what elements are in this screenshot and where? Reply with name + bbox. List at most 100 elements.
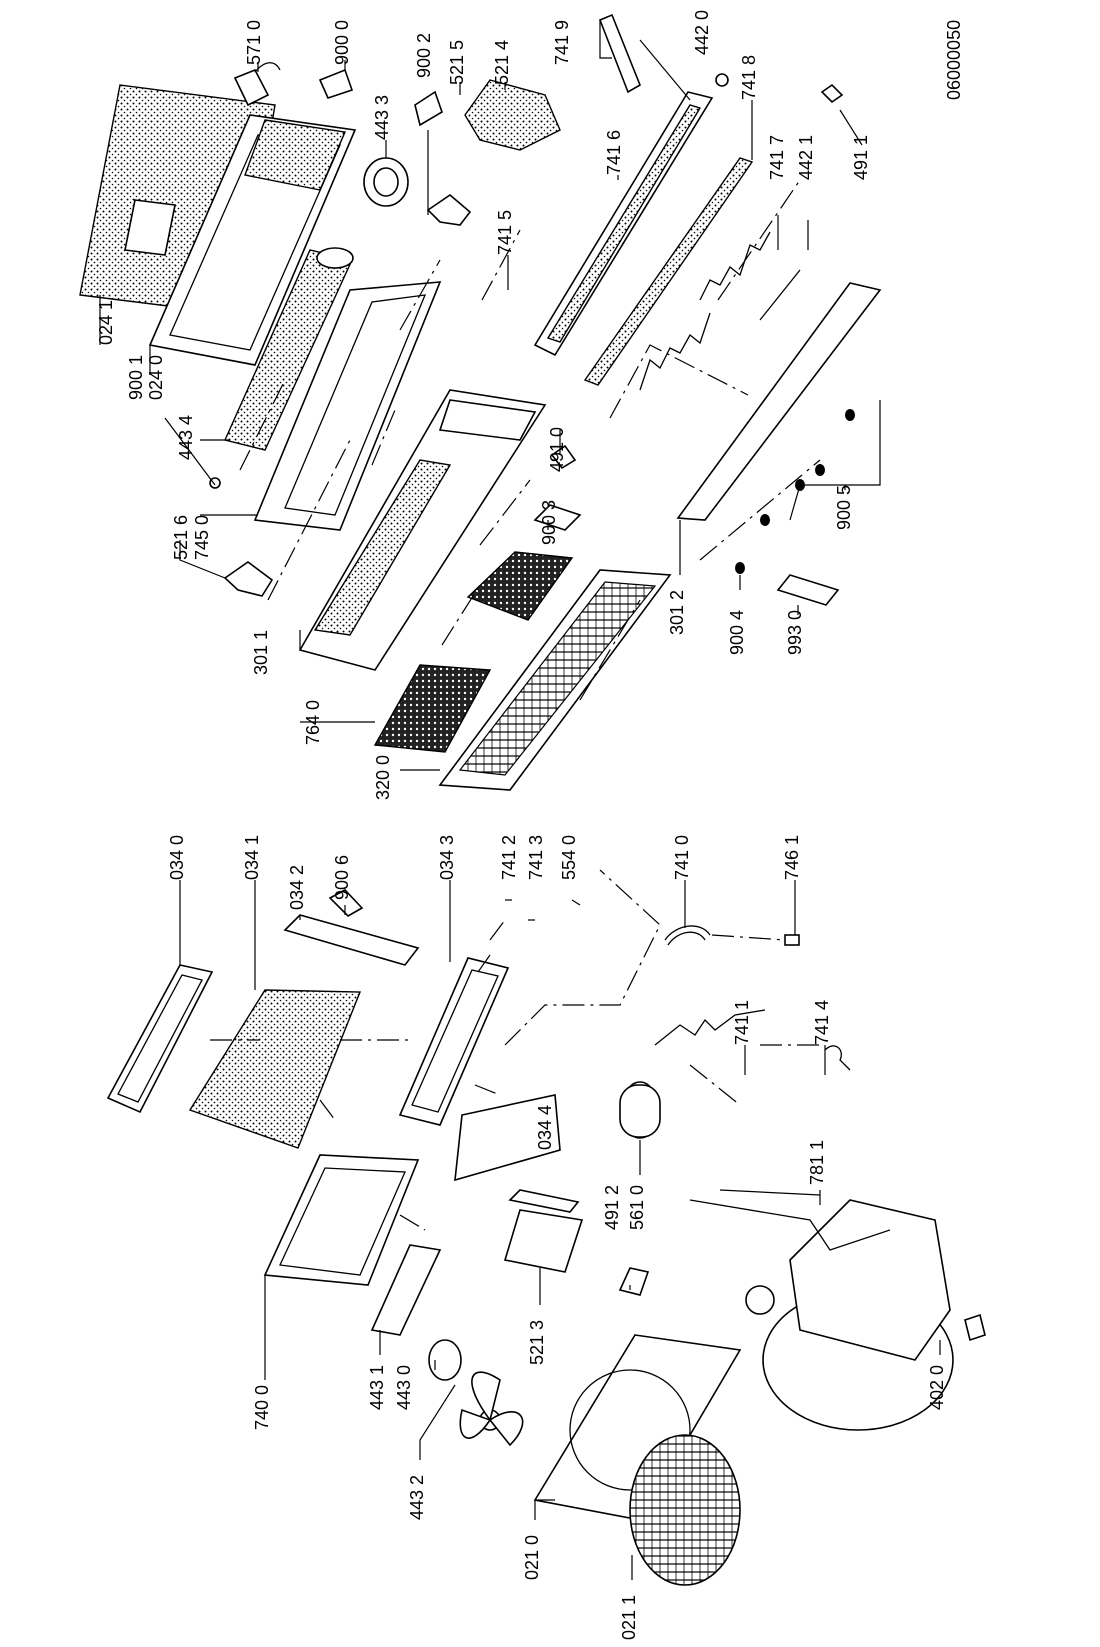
bracket-9002 — [414, 90, 443, 127]
compressor-4020 — [689, 1189, 986, 1431]
bracket-5215 — [426, 193, 472, 226]
label-7412: 741 2 — [499, 834, 519, 880]
cross-flow-fan-4434 — [209, 247, 354, 489]
label-0342: 034 2 — [287, 864, 307, 910]
label-9001: 900 1 — [126, 354, 146, 400]
bracket-0344 — [454, 1094, 561, 1182]
label-4430: 443 0 — [394, 1364, 414, 1410]
remote-control-9930 — [776, 574, 840, 606]
pipe-7411 — [654, 1009, 766, 1046]
label-7418: 741 8 — [739, 54, 759, 100]
label-3200: 320 0 — [373, 754, 393, 800]
bracket-5216 — [223, 561, 274, 597]
label-5610: 561 0 — [627, 1184, 647, 1230]
label-7410: 741 0 — [672, 834, 692, 880]
clip-4910 — [550, 444, 577, 470]
label-9003: 900 3 — [539, 499, 559, 545]
vane-set-7417 — [639, 231, 771, 391]
label-9930: 993 0 — [785, 609, 805, 655]
drain-pan-7450 — [253, 281, 442, 531]
front-cover-3012 — [676, 282, 882, 521]
cover-9000 — [318, 68, 354, 99]
label-4434: 443 4 — [176, 414, 196, 460]
motor-bracket-4431 — [370, 1244, 442, 1336]
louver-assembly-7416 — [533, 91, 714, 357]
connector-4420 — [715, 73, 729, 87]
rod-4421 — [759, 269, 801, 321]
label-7416: 741 6 — [604, 129, 624, 175]
indoor-chassis-0240 — [148, 114, 357, 366]
front-frame-3011 — [298, 389, 547, 671]
label-7640: 764 0 — [303, 699, 323, 745]
top-cover-0340 — [106, 964, 214, 1114]
label-7461: 746 1 — [782, 834, 802, 880]
label-7417: 741 7 — [767, 134, 787, 180]
label-4433: 443 3 — [372, 94, 392, 140]
fan-motor-4433 — [363, 157, 409, 207]
label-5710: 571 0 — [244, 19, 264, 65]
base-pan-7400 — [263, 1154, 420, 1286]
label-0343: 034 3 — [437, 834, 457, 880]
label-5540: 554 0 — [559, 834, 579, 880]
label-7450: 745 0 — [192, 514, 212, 560]
label-0211: 021 1 — [619, 1594, 639, 1640]
top-panel-0343 — [398, 957, 510, 1126]
label-4911: 491 1 — [851, 134, 871, 180]
label-7811: 781 1 — [807, 1139, 827, 1185]
label-0341: 034 1 — [242, 834, 262, 880]
label-0241: 024 1 — [96, 299, 116, 345]
label-4432: 443 2 — [407, 1474, 427, 1520]
label-4421: 442 1 — [796, 134, 816, 180]
label-5216: 521 6 — [171, 514, 191, 560]
label-0210: 021 0 — [522, 1534, 542, 1580]
pipe-7414 — [824, 1045, 851, 1071]
label-4420: 442 0 — [692, 9, 712, 55]
label-5213: 521 3 — [527, 1319, 547, 1365]
valve-nut-7461 — [784, 934, 800, 946]
label-0240: 024 0 — [146, 354, 166, 400]
label-0344: 034 4 — [535, 1104, 555, 1150]
label-0340: 034 0 — [167, 834, 187, 880]
label-4912: 491 2 — [602, 1184, 622, 1230]
cover-9006 — [328, 889, 364, 917]
label-document-id: 06000050 — [944, 19, 964, 100]
valve-7410 — [664, 925, 711, 946]
label-5215: 521 5 — [447, 39, 467, 85]
label-9006: 900 6 — [332, 854, 352, 900]
front-grille-3200 — [438, 569, 672, 791]
label-4431: 443 1 — [367, 1364, 387, 1410]
label-7413: 741 3 — [526, 834, 546, 880]
flap-7418 — [583, 157, 754, 386]
capacitor-5610 — [619, 1081, 661, 1139]
terminal-4912 — [618, 1267, 650, 1296]
condenser-coil-0341 — [188, 989, 362, 1149]
propeller-fan-4432 — [459, 1371, 524, 1447]
label-3012: 301 2 — [667, 589, 687, 635]
label-7414: 741 4 — [812, 999, 832, 1045]
louver-motor-7419 — [598, 13, 641, 94]
label-5214: 521 4 — [492, 39, 512, 85]
fan-motor-4430 — [428, 1339, 462, 1381]
screw-cap-9004 — [735, 562, 745, 574]
side-panel-0342 — [283, 914, 420, 966]
label-7415: 741 5 — [495, 209, 515, 255]
screw-cap-9005 — [760, 409, 855, 526]
air-filter-7640 — [373, 551, 574, 753]
front-panel-0210 — [533, 1334, 742, 1521]
electronic-board-5214 — [464, 79, 561, 151]
label-9002: 900 2 — [414, 32, 434, 78]
leader-lines — [99, 20, 941, 1580]
fan-guard-0211 — [629, 1434, 741, 1586]
assembly-center-lines — [210, 179, 825, 1231]
label-9005: 900 5 — [834, 484, 854, 530]
label-3011: 301 1 — [251, 629, 271, 675]
label-7400: 740 0 — [252, 1384, 272, 1430]
label-9004: 900 4 — [727, 609, 747, 655]
electric-box-5213 — [503, 1189, 584, 1273]
label-7419: 741 9 — [552, 19, 572, 65]
clip-4911 — [820, 83, 844, 104]
label-4910: 491 0 — [547, 426, 567, 472]
cover-9003 — [533, 504, 582, 531]
label-9000: 900 0 — [332, 19, 352, 65]
